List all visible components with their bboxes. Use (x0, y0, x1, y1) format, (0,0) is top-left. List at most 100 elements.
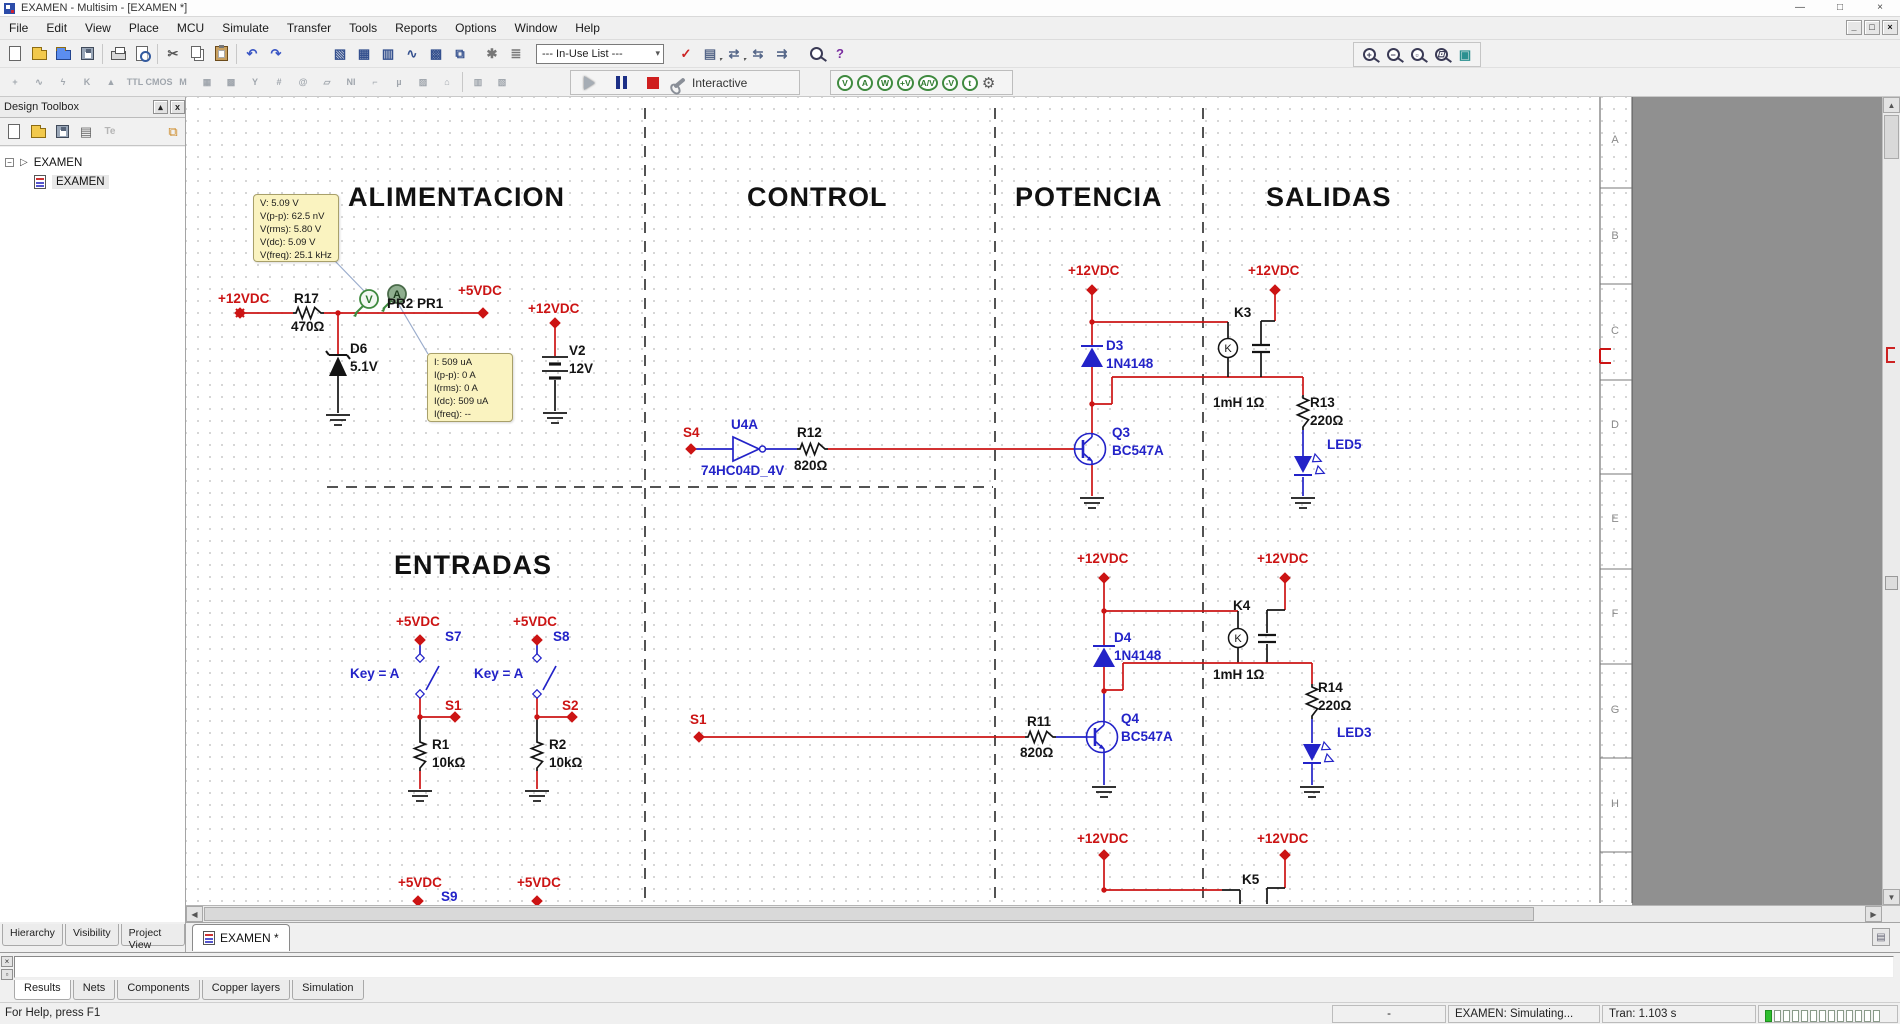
component-label[interactable]: Key = A (350, 666, 400, 681)
relay-coil-symbol[interactable] (1227, 627, 1249, 649)
component-label[interactable]: +5VDC (517, 875, 561, 890)
schematic-sheet[interactable] (186, 97, 1632, 905)
open-sample-icon[interactable] (51, 42, 75, 65)
probe-v-icon[interactable]: +V (897, 74, 914, 91)
net-node-diamond[interactable] (1098, 572, 1110, 584)
menu-window[interactable]: Window (514, 21, 558, 35)
find-icon[interactable] (804, 42, 828, 65)
capture-area-icon[interactable]: ▤▾ (703, 45, 722, 64)
component-label[interactable]: BC547A (1121, 729, 1173, 744)
component-label[interactable]: 1N4148 (1106, 356, 1154, 371)
back-annotate-icon[interactable]: ⇆ (752, 45, 764, 61)
component-group-icon-12[interactable]: @ (298, 77, 308, 87)
zoom-in-icon[interactable]: + (1357, 43, 1381, 66)
component-group-icon-18[interactable]: ⌂ (444, 77, 450, 87)
grapher-icon[interactable]: ∿ (406, 45, 418, 61)
help-mode-icon[interactable]: ? (836, 46, 844, 61)
probe-av-icon[interactable]: A/V (917, 74, 938, 91)
component-group-icon-8[interactable]: ▦ (202, 76, 212, 87)
tabbar-menu-icon[interactable]: ▤ (1872, 928, 1890, 946)
resistor-symbol[interactable] (797, 441, 828, 457)
tree-expander-icon[interactable]: − (5, 158, 14, 167)
snapshot-icon[interactable]: ⧉ (168, 123, 178, 139)
menu-mcu[interactable]: MCU (176, 21, 205, 35)
spreadsheet-tab-components[interactable]: Components (117, 980, 200, 1000)
redo-icon[interactable]: ↷ (270, 45, 282, 61)
net-node-diamond[interactable] (1279, 849, 1291, 861)
net-node-diamond[interactable] (1098, 849, 1110, 861)
component-label[interactable]: +5VDC (513, 614, 557, 629)
component-label[interactable]: D6 (350, 341, 368, 356)
extra-toolbar-icon-0[interactable]: ▥ (473, 76, 483, 87)
net-node-diamond[interactable] (685, 443, 697, 455)
probe-v-icon[interactable]: V (837, 74, 853, 91)
component-label[interactable]: R1 (432, 737, 450, 752)
component-label[interactable]: +12VDC (1257, 551, 1309, 566)
spreadsheet-view-icon[interactable]: ▦ (357, 45, 371, 61)
open-icon[interactable] (27, 42, 51, 65)
maximize-icon[interactable]: □ (1836, 2, 1844, 13)
paste-icon[interactable] (209, 42, 233, 65)
component-label[interactable]: K3 (1234, 305, 1252, 320)
new-icon[interactable] (3, 42, 27, 65)
minimize-icon[interactable]: — (1795, 2, 1805, 13)
design-toolbox-toggle-icon[interactable]: ▧ (333, 45, 347, 61)
print-preview-icon[interactable] (130, 42, 154, 65)
component-label[interactable]: 5.1V (350, 359, 378, 374)
pause-simulation-icon[interactable] (609, 71, 633, 94)
menu-transfer[interactable]: Transfer (286, 21, 332, 35)
component-label[interactable]: +12VDC (1248, 263, 1300, 278)
resistor-symbol[interactable] (1025, 729, 1056, 745)
component-group-icon-2[interactable]: ϟ (60, 77, 66, 87)
toolbox-tab-hierarchy[interactable]: Hierarchy (2, 924, 63, 946)
zoom-area-icon[interactable]: ▫ (1405, 43, 1429, 66)
component-group-icon-14[interactable]: NI (346, 77, 356, 87)
title-bar[interactable]: EXAMEN - Multisim - [EXAMEN *] —□× (0, 0, 1900, 17)
relay-coil-symbol[interactable] (1217, 337, 1239, 359)
switch-contact-diamond[interactable] (414, 652, 426, 664)
net-node-diamond[interactable] (693, 731, 705, 743)
transfer-ultiboard-icon[interactable]: ⇄▾ (728, 45, 746, 64)
component-label[interactable]: R11 (1027, 714, 1052, 729)
cut-icon[interactable]: ✂ (167, 45, 179, 61)
component-label[interactable]: 74HC04D_4V (701, 463, 784, 478)
spreadsheet-tab-simulation[interactable]: Simulation (292, 980, 364, 1000)
scroll-left-icon[interactable]: ◀ (186, 906, 203, 922)
extra-toolbar-icon-1[interactable]: ▧ (497, 76, 507, 87)
component-label[interactable]: +12VDC (1077, 831, 1129, 846)
component-label[interactable]: S1 (690, 712, 707, 727)
component-wizard-icon[interactable]: ✱ (486, 45, 498, 61)
zoom-fit-icon[interactable]: ⊡ (1429, 43, 1453, 66)
component-label[interactable]: LED3 (1337, 725, 1372, 740)
diode-symbol[interactable] (1093, 647, 1115, 668)
forward-annotate-icon[interactable]: ⇉ (776, 45, 788, 61)
led-symbol[interactable] (1303, 744, 1321, 761)
net-node-diamond[interactable] (1086, 284, 1098, 296)
menu-place[interactable]: Place (128, 21, 159, 35)
zoom-out-icon[interactable]: − (1381, 43, 1405, 66)
print-icon[interactable] (106, 42, 130, 65)
diode-symbol[interactable] (329, 356, 347, 377)
wire[interactable] (542, 665, 557, 691)
hscroll-thumb[interactable] (204, 907, 1534, 921)
probe-settings-icon[interactable]: ⚙ (981, 74, 996, 92)
spreadsheet-results-area[interactable] (14, 956, 1894, 978)
component-group-icon-0[interactable]: + (12, 77, 18, 87)
spreadsheet-tab-nets[interactable]: Nets (72, 980, 116, 1000)
component-group-icon-3[interactable]: K (83, 77, 91, 87)
resistor-symbol[interactable] (529, 739, 545, 771)
component-group-icon-7[interactable]: M (179, 77, 187, 87)
resistor-symbol[interactable] (1295, 395, 1311, 430)
diode-symbol[interactable] (1081, 347, 1103, 368)
component-label[interactable]: 1N4148 (1114, 648, 1162, 663)
menu-tools[interactable]: Tools (349, 21, 378, 35)
vertical-scrollbar[interactable]: ▲ ▼ (1882, 97, 1900, 905)
component-label[interactable]: 470Ω (291, 319, 325, 334)
menu-edit[interactable]: Edit (46, 21, 68, 35)
net-node-diamond[interactable] (549, 317, 561, 329)
component-label[interactable]: 1mH 1Ω (1213, 667, 1265, 682)
switch-contact-diamond[interactable] (531, 652, 543, 664)
component-label[interactable]: 1mH 1Ω (1213, 395, 1265, 410)
